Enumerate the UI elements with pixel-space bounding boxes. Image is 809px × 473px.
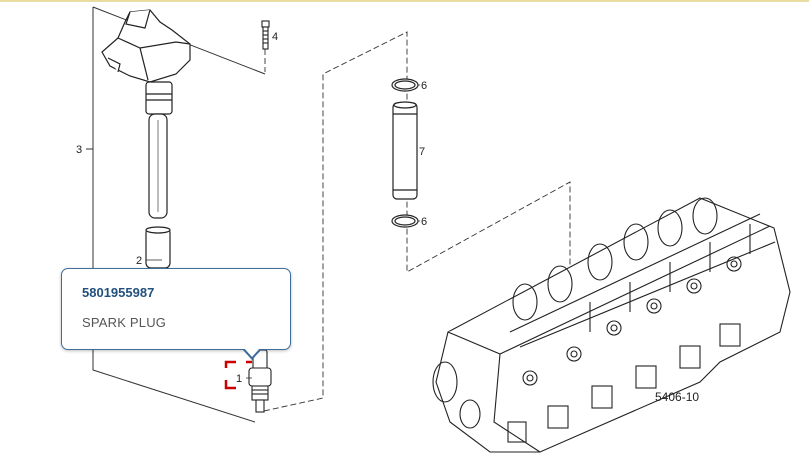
callout-7[interactable]: 7	[419, 146, 425, 158]
dashed-leader-lines	[263, 31, 571, 412]
callout-labels: 1 2 3 4 6 7 6 5406-10	[76, 31, 699, 404]
callout-6-top[interactable]: 6	[421, 80, 427, 92]
coil-boot[interactable]	[145, 226, 171, 269]
stud-bolt[interactable]	[261, 20, 270, 50]
tooltip-pointer	[242, 348, 262, 360]
figure-code: 5406-10	[655, 390, 699, 404]
callout-4[interactable]: 4	[272, 31, 278, 43]
cylinder-head[interactable]	[432, 197, 791, 453]
callout-6-bottom[interactable]: 6	[421, 216, 427, 228]
part-name: SPARK PLUG	[82, 315, 167, 330]
tube-seal-assembly[interactable]	[391, 78, 419, 228]
callout-2[interactable]: 2	[136, 255, 142, 267]
ignition-coil[interactable]	[101, 9, 191, 219]
callout-1[interactable]: 1	[236, 373, 242, 385]
callout-3[interactable]: 3	[76, 144, 82, 156]
part-tooltip: 5801955987 SPARK PLUG	[61, 268, 291, 360]
selection-marker	[224, 360, 252, 390]
part-number[interactable]: 5801955987	[82, 285, 155, 300]
